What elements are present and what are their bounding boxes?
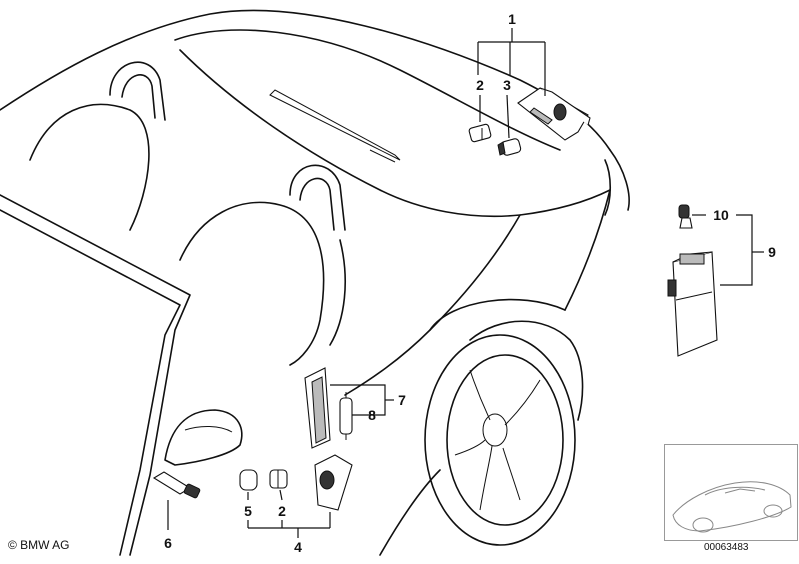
thumbnail-car-icon bbox=[672, 481, 792, 533]
callout-1: 1 bbox=[508, 11, 516, 27]
bulbs-top bbox=[468, 123, 522, 156]
leader-lines bbox=[167, 28, 764, 538]
side-lamp bbox=[304, 367, 331, 449]
door-switch bbox=[152, 471, 201, 499]
callout-2-bottom: 2 bbox=[278, 503, 286, 519]
seats bbox=[29, 103, 346, 366]
callout-5: 5 bbox=[244, 503, 252, 519]
callout-2-top: 2 bbox=[476, 77, 484, 93]
bulbs-bottom bbox=[239, 469, 288, 491]
windscreen-frame bbox=[0, 194, 191, 556]
lamp-holder bbox=[314, 454, 353, 511]
callout-labels: 1 2 3 10 9 7 8 5 2 4 6 bbox=[164, 11, 776, 555]
control-unit bbox=[667, 251, 718, 357]
callout-10: 10 bbox=[713, 207, 729, 223]
trunk-light-housing bbox=[517, 87, 591, 141]
reference-number: 00063483 bbox=[704, 542, 749, 553]
rear-wheel bbox=[424, 334, 576, 546]
callout-3: 3 bbox=[503, 77, 511, 93]
festoon-bulb bbox=[339, 392, 353, 440]
callout-6: 6 bbox=[164, 535, 172, 551]
side-mirror bbox=[164, 409, 243, 466]
overview-thumbnail bbox=[664, 444, 798, 541]
callout-7: 7 bbox=[398, 392, 406, 408]
roll-bars bbox=[109, 61, 346, 231]
callout-8: 8 bbox=[368, 407, 376, 423]
copyright-text: © BMW AG bbox=[8, 538, 70, 552]
wedge-bulb bbox=[678, 204, 693, 229]
callout-4: 4 bbox=[294, 539, 302, 555]
callout-9: 9 bbox=[768, 244, 776, 260]
